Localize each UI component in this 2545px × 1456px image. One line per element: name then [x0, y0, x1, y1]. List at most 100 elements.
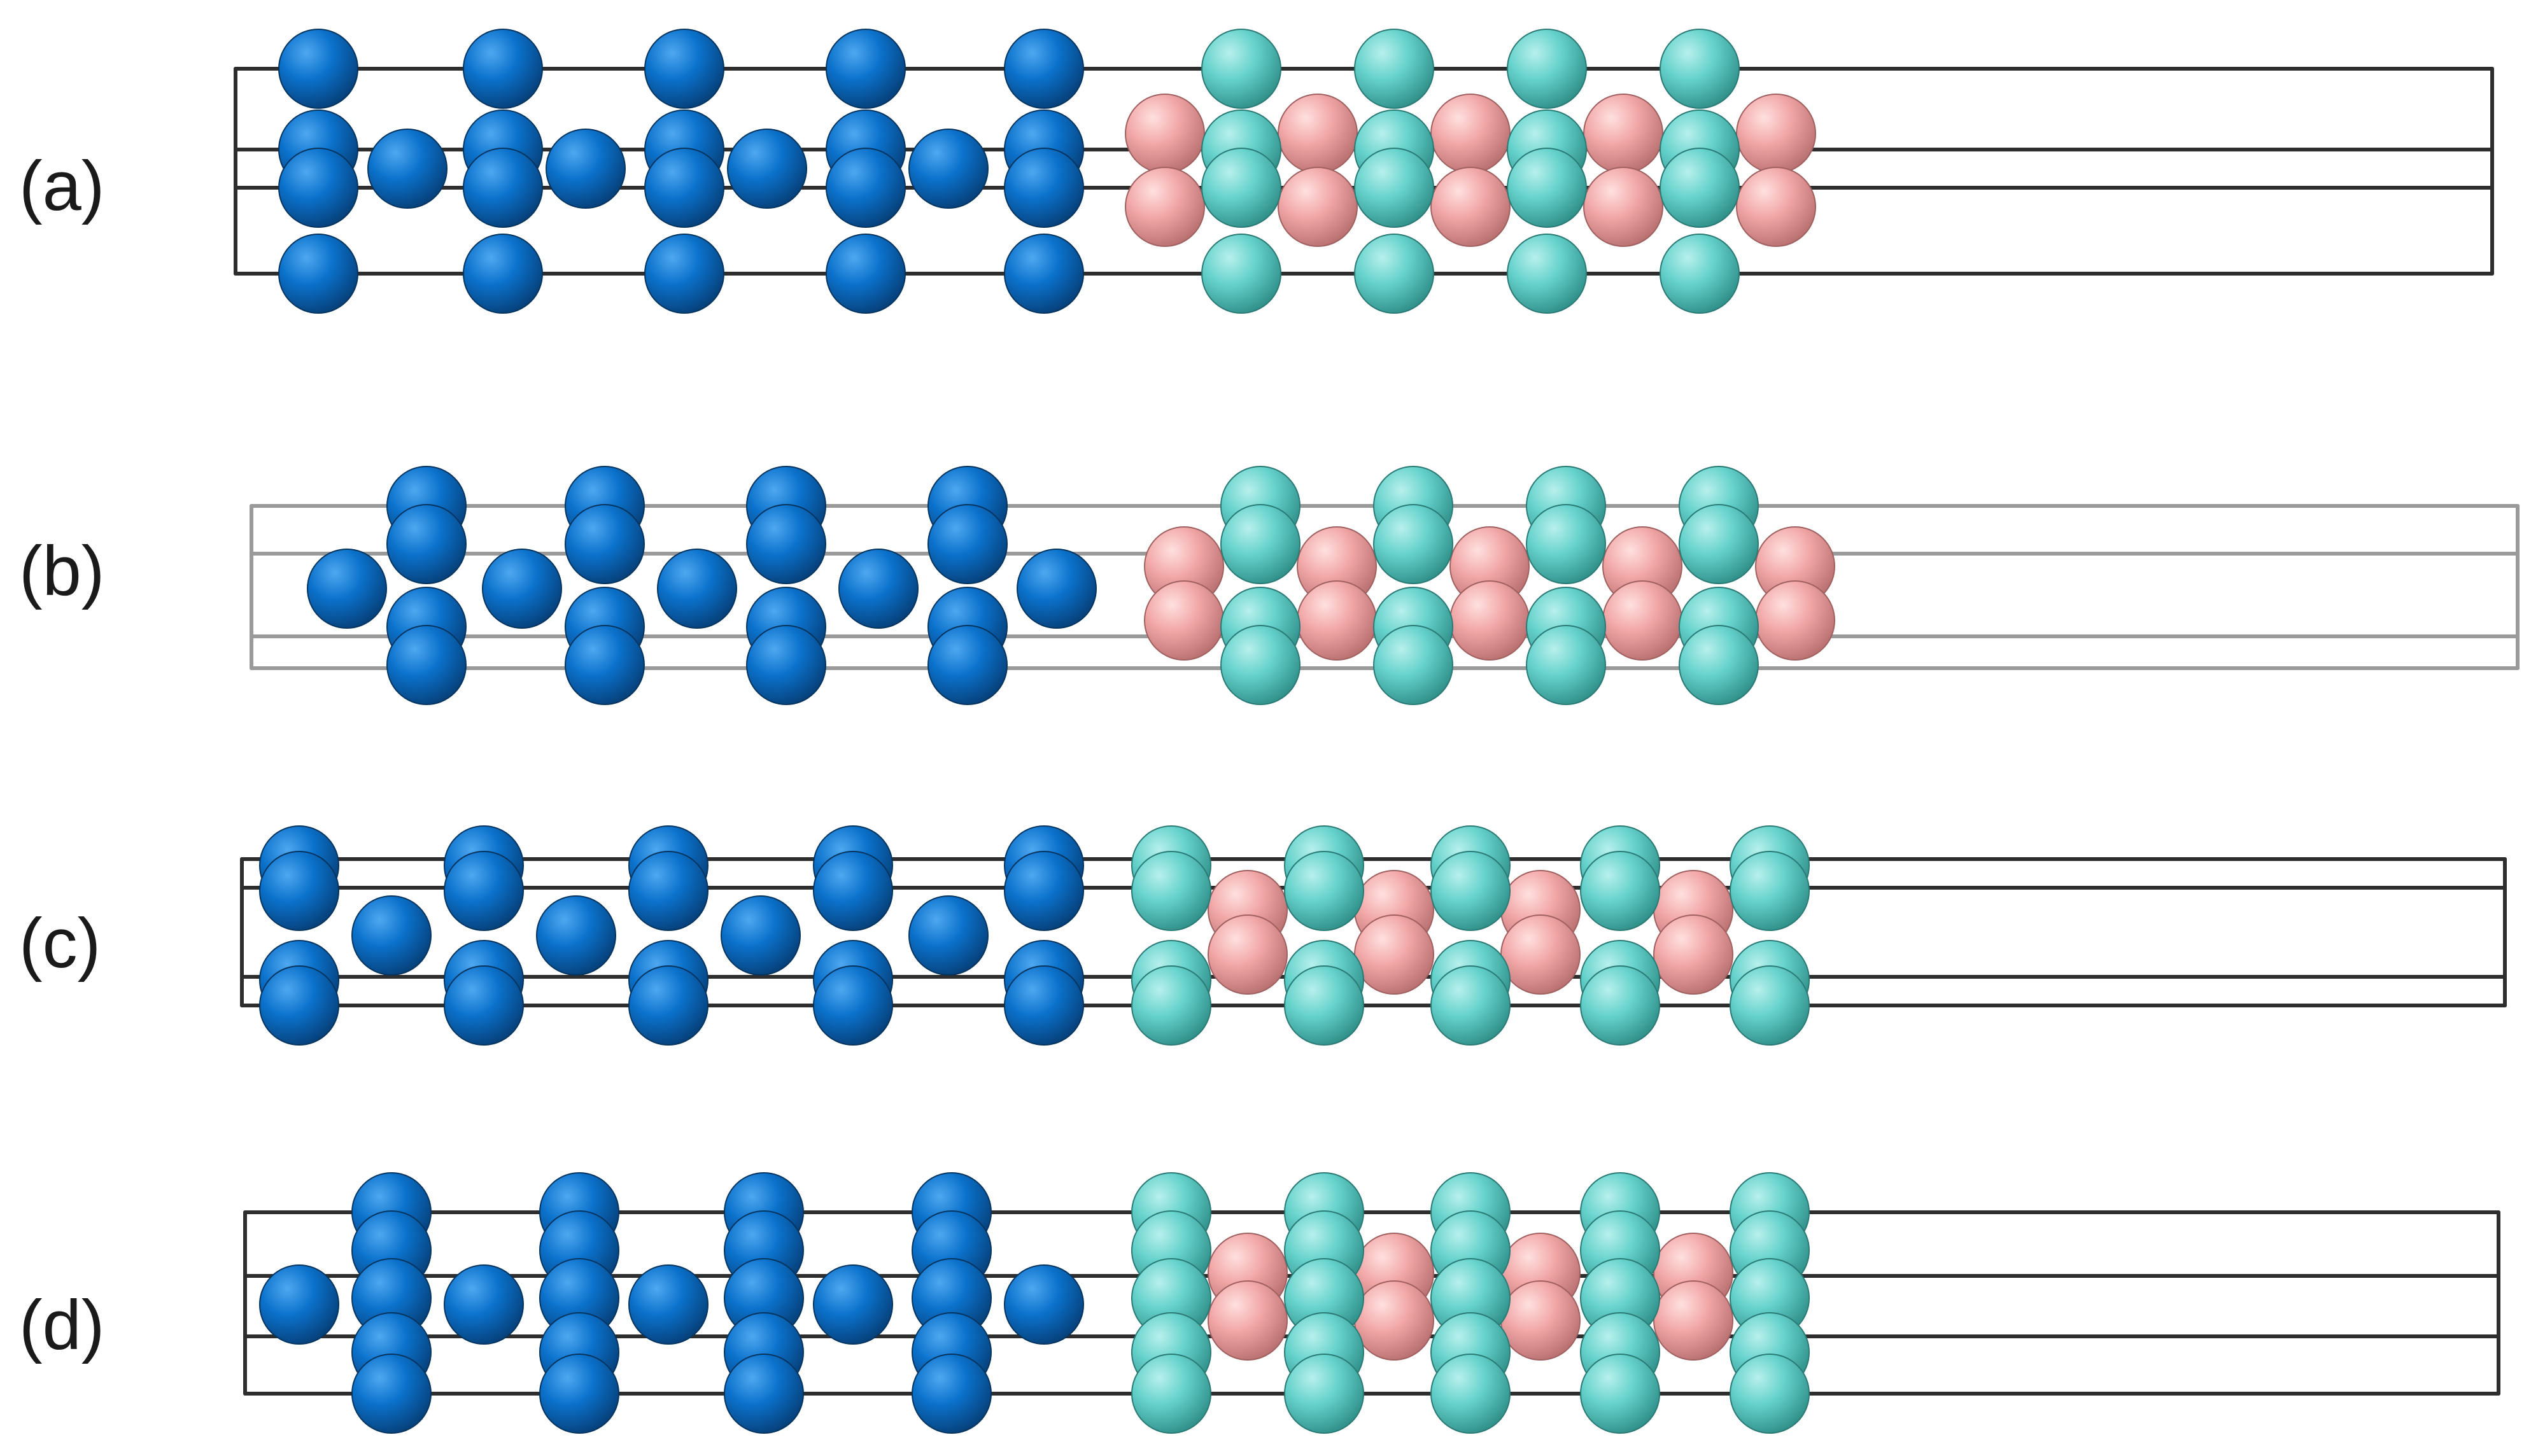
blue-atom: [278, 148, 358, 228]
blue-atom: [657, 549, 737, 629]
blue-atom: [351, 1354, 432, 1434]
cyan-atom: [1201, 148, 1281, 228]
blue-atom: [826, 234, 906, 314]
cyan-atom: [1430, 1354, 1511, 1434]
panel-label-b: (b): [19, 532, 104, 610]
blue-atom: [565, 504, 645, 584]
cyan-atom: [1131, 851, 1211, 931]
pink-atom: [1736, 94, 1816, 174]
cyan-atom: [1430, 965, 1511, 1046]
pink-atom: [1278, 94, 1358, 174]
blue-atom: [367, 129, 448, 209]
blue-atom: [444, 1264, 524, 1345]
pink-atom: [1125, 167, 1205, 247]
pink-atom: [1354, 914, 1434, 995]
cyan-atom: [1730, 965, 1810, 1046]
pink-atom: [1500, 1280, 1581, 1361]
panel-b: (b): [19, 466, 2520, 705]
pink-atom: [1449, 580, 1530, 661]
cyan-atom: [1580, 965, 1660, 1046]
atoms-a: [278, 29, 1816, 314]
cyan-atom: [1220, 625, 1301, 705]
cyan-atom: [1507, 148, 1587, 228]
pink-atom: [1736, 167, 1816, 247]
pink-atom: [1653, 914, 1733, 995]
blue-atom: [838, 549, 919, 629]
blue-atom: [746, 504, 826, 584]
cyan-atom: [1354, 148, 1434, 228]
blue-atom: [463, 29, 543, 109]
blue-atom: [813, 1264, 893, 1345]
cyan-atom: [1660, 234, 1740, 314]
blue-atom: [628, 965, 709, 1046]
atoms-c: [259, 825, 1810, 1046]
blue-atom: [278, 29, 358, 109]
cyan-atom: [1284, 851, 1364, 931]
blue-atom: [351, 895, 432, 976]
blue-atom: [1004, 29, 1084, 109]
cyan-atom: [1373, 625, 1453, 705]
cyan-atom: [1507, 29, 1587, 109]
cyan-atom: [1526, 625, 1606, 705]
cyan-atom: [1580, 1354, 1660, 1434]
blue-atom: [539, 1354, 619, 1434]
blue-atom: [813, 965, 893, 1046]
blue-atom: [307, 549, 387, 629]
panel-label-c: (c): [19, 904, 101, 983]
blue-atom: [463, 148, 543, 228]
pink-atom: [1297, 580, 1377, 661]
blue-atom: [259, 1264, 339, 1345]
pink-atom: [1125, 94, 1205, 174]
cyan-atom: [1201, 234, 1281, 314]
cyan-atom: [1373, 504, 1453, 584]
blue-atom: [721, 895, 801, 976]
blue-atom: [546, 129, 626, 209]
pink-atom: [1602, 580, 1682, 661]
blue-atom: [912, 1354, 992, 1434]
cyan-atom: [1660, 148, 1740, 228]
blue-atom: [813, 851, 893, 931]
blue-atom: [826, 29, 906, 109]
cyan-atom: [1220, 504, 1301, 584]
cyan-atom: [1730, 851, 1810, 931]
blue-atom: [1004, 1264, 1084, 1345]
cyan-atom: [1730, 1354, 1810, 1434]
blue-atom: [644, 234, 724, 314]
cyan-atom: [1526, 504, 1606, 584]
blue-atom: [727, 129, 807, 209]
cyan-atom: [1284, 965, 1364, 1046]
blue-atom: [927, 625, 1008, 705]
blue-atom: [278, 234, 358, 314]
pink-atom: [1583, 167, 1663, 247]
pink-atom: [1208, 1280, 1288, 1361]
pink-atom: [1430, 94, 1511, 174]
pink-atom: [1278, 167, 1358, 247]
pink-atom: [1653, 1280, 1733, 1361]
panel-label-d: (d): [19, 1286, 104, 1364]
pink-atom: [1208, 914, 1288, 995]
cyan-atom: [1354, 29, 1434, 109]
pink-atom: [1354, 1280, 1434, 1361]
pink-atom: [1430, 167, 1511, 247]
blue-atom: [259, 965, 339, 1046]
cyan-atom: [1201, 29, 1281, 109]
panel-d: (d): [19, 1172, 2500, 1434]
blue-atom: [1017, 549, 1097, 629]
blue-atom: [444, 965, 524, 1046]
cyan-atom: [1284, 1354, 1364, 1434]
blue-atom: [386, 625, 467, 705]
cyan-atom: [1354, 234, 1434, 314]
blue-atom: [536, 895, 616, 976]
blue-atom: [826, 148, 906, 228]
blue-atom: [1004, 851, 1084, 931]
blue-atom: [644, 29, 724, 109]
panel-a: (a): [19, 29, 2494, 314]
panel-label-a: (a): [19, 147, 104, 225]
blue-atom: [444, 851, 524, 931]
blue-atom: [565, 625, 645, 705]
cyan-atom: [1660, 29, 1740, 109]
blue-atom: [1004, 234, 1084, 314]
cyan-atom: [1580, 851, 1660, 931]
atoms-d: [259, 1172, 1810, 1434]
cyan-atom: [1430, 851, 1511, 931]
